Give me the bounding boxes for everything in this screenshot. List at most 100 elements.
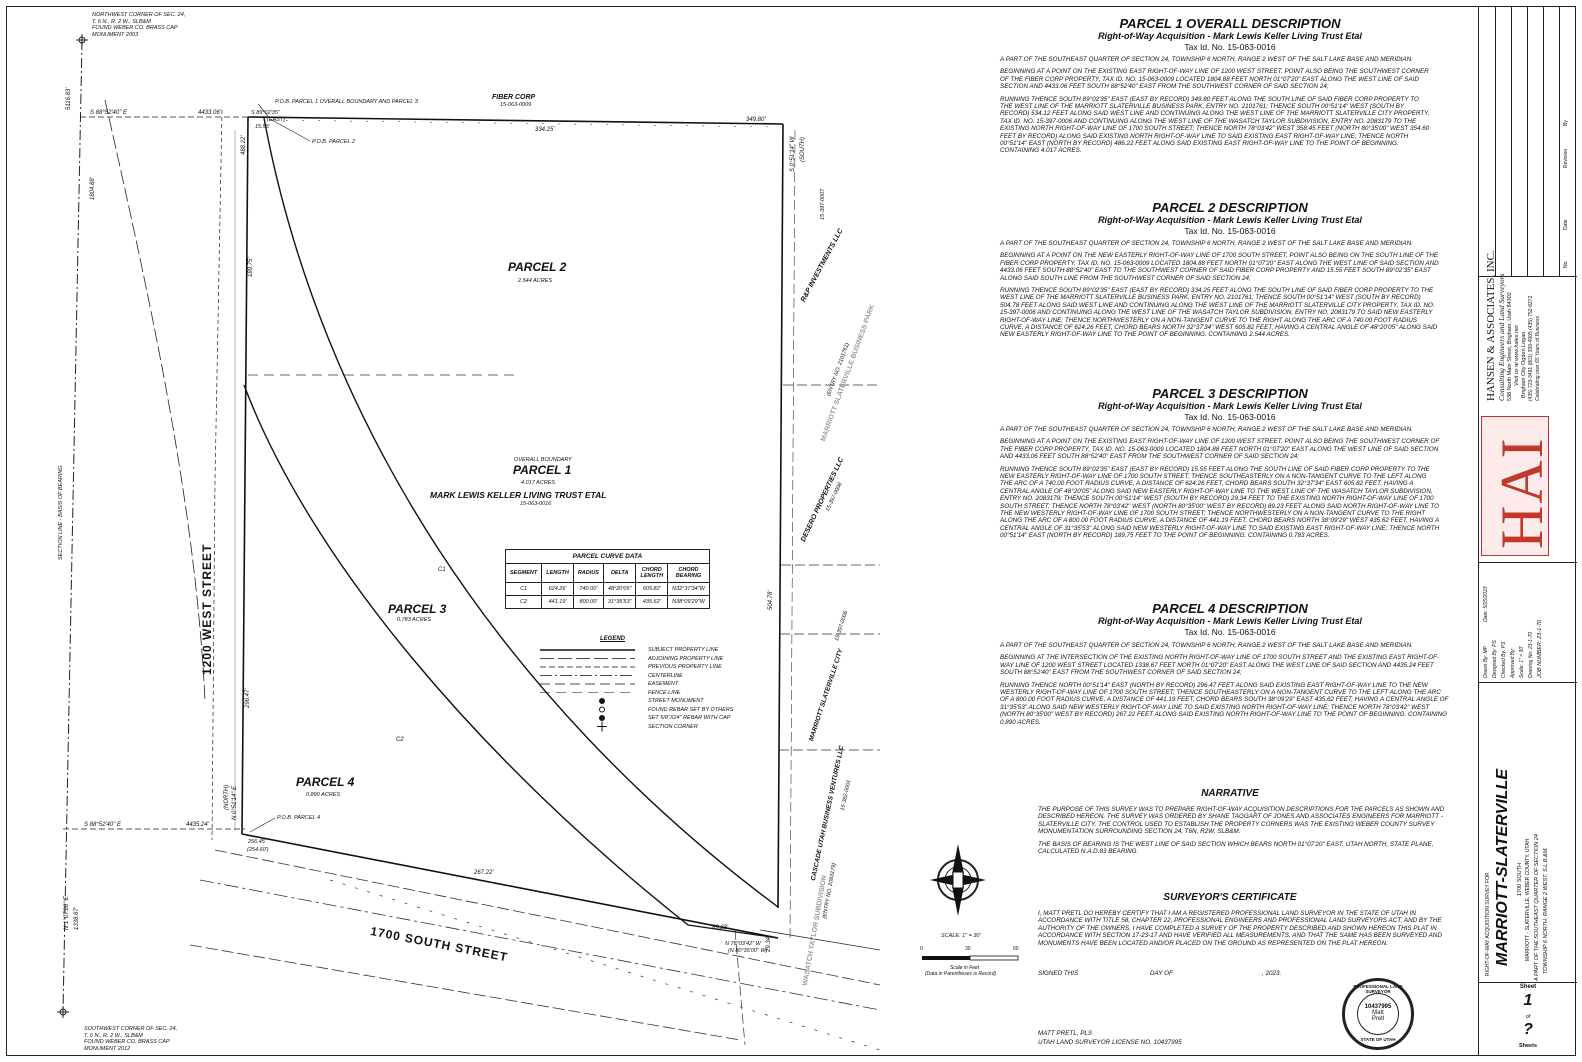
firm-address: 538 North Main Street, Brigham, Utah 843… — [1507, 292, 1513, 401]
firm-web: Visit us at www.haies.net — [1514, 325, 1520, 386]
col-by: By — [1563, 120, 1569, 126]
table-row: C2 441.19' 800.00' 31°35'53" 435.62' N38… — [504, 595, 710, 609]
parcel-1-para-1: A PART OF THE SOUTHEAST QUARTER OF SECTI… — [1000, 56, 1413, 63]
curve-cell: 48°20'05" — [602, 582, 637, 596]
scale-tick-0: 0 — [920, 946, 923, 952]
day-of: DAY OF — [1150, 970, 1173, 977]
legend-item: FENCE LINE — [648, 689, 681, 696]
firm-logo: HAI — [1481, 416, 1555, 556]
narrative-title: NARRATIVE — [1201, 788, 1259, 799]
parcel-2-label: PARCEL 2 — [508, 260, 567, 274]
parcel-3-para-3: RUNNING THENCE SOUTH 89°02'35" EAST (EAS… — [1000, 465, 1440, 540]
col-no: No. — [1563, 260, 1569, 268]
firm-offices: Brigham City Ogden Logan — [1521, 331, 1527, 398]
owner-tax-id: 15-063-0016 — [520, 501, 552, 507]
table-row: C1 624.26' 740.00' 48°20'05" 605.82' N32… — [504, 582, 710, 596]
adjoiner-rp-id: 15-397-0007 — [820, 188, 826, 220]
project-location: MARRIOTT - SLATERVILLE, WEBER COUNTY, UT… — [1525, 838, 1531, 961]
curve-cell: N32°37'34"W — [667, 582, 710, 596]
seal-name-2: Pretl — [1371, 1016, 1385, 1022]
owner-label: MARK LEWIS KELLER LIVING TRUST ETAL — [430, 490, 607, 500]
parcel-2-acres: 2.544 ACRES — [518, 278, 553, 284]
parcel-4-para-2: BEGINNING AT THE INTERSECTION OF THE EXI… — [1000, 654, 1440, 677]
parcel-4-title: PARCEL 4 DESCRIPTION — [1152, 601, 1308, 616]
east-record: (EAST) — [267, 117, 286, 123]
dim-296: 296.47' — [245, 688, 251, 709]
curve-cell: C2 — [504, 595, 543, 609]
curve-cell: N38°09'29"W — [667, 595, 710, 609]
narrative-body: THE PURPOSE OF THIS SURVEY WAS TO PREPAR… — [1038, 806, 1448, 860]
dim-4433: 4433.06' — [198, 110, 221, 116]
parcel-2-para-1: A PART OF THE SOUTHEAST QUARTER OF SECTI… — [1000, 240, 1413, 247]
scale-tick-30: 30 — [965, 946, 971, 952]
dim-4435: 4435.24' — [186, 822, 209, 828]
certificate-title: SURVEYOR'S CERTIFICATE — [1163, 892, 1297, 903]
col-date: Date — [1563, 219, 1569, 230]
dim-89: 89.23' — [712, 925, 729, 931]
curve-table-title: PARCEL CURVE DATA — [505, 549, 710, 564]
sw-corner-note-1: SOUTHWEST CORNER OF SEC. 24, — [84, 1026, 178, 1032]
parcel-1-taxid: Tax Id. No. 15-063-0016 — [1184, 42, 1276, 52]
scale-note-feet: Scale in Feet — [950, 965, 980, 971]
parcel-1-label: PARCEL 1 — [513, 463, 572, 477]
dim-334: 334.25' — [535, 127, 555, 133]
seal-number: 10437995 — [1364, 1004, 1392, 1010]
parcel-4-para-3: RUNNING THENCE NORTH 00°51'14" EAST (NOR… — [1000, 681, 1449, 726]
legend-item: EASEMENT — [648, 681, 679, 687]
bearing-sw: N 1°07'20" E — [64, 895, 70, 930]
legend-samples — [540, 649, 635, 732]
drawing-number: Drawing No. 23-1-70 — [1528, 631, 1534, 678]
firm-tagline: Consulting Engineers and Land Surveyors — [1497, 273, 1506, 402]
parcel-4-taxid: Tax Id. No. 15-063-0016 — [1184, 627, 1276, 637]
nw-corner-note-1: NORTHWEST CORNER OF SEC. 24, — [92, 12, 186, 18]
drawing-sheet — [6, 6, 1576, 1056]
curve-cell: 605.82' — [635, 582, 669, 596]
dim-1338: 1338.67' — [74, 907, 80, 930]
fiber-corp-label: FIBER CORP — [492, 94, 536, 101]
logo-text: HAI — [1489, 436, 1555, 549]
curve-header: SEGMENT — [504, 563, 543, 583]
parcel-2-para-3: RUNNING THENCE SOUTH 89°02'35" EAST (EAS… — [1000, 287, 1438, 339]
nw-corner-note-3: FOUND WEBER CO. BRASS CAP — [92, 25, 178, 31]
cert-year: , 2023. — [1262, 970, 1282, 977]
designed-by: Designed By: PS — [1492, 640, 1498, 678]
curve-cell: 624.26' — [541, 582, 574, 596]
parcel-3-para-1: A PART OF THE SOUTHEAST QUARTER OF SECTI… — [1000, 426, 1413, 433]
firm-celebrating: Celebrating over 65 Years of Business — [1535, 316, 1541, 401]
pob-parcel-2-label: P.O.B. PARCEL 2 — [312, 139, 356, 145]
parcel-3-taxid: Tax Id. No. 15-063-0016 — [1184, 412, 1276, 422]
scale-bar — [922, 955, 1019, 961]
curve-c2-label: C2 — [396, 737, 404, 743]
surveyor-seal: PROFESSIONAL LAND SURVEYOR 10437995 Matt… — [1342, 978, 1414, 1050]
dim-488: 488.22' — [241, 135, 247, 156]
curve-cell: 740.00' — [572, 582, 604, 596]
parcel-1-acres: 4.017 ACRES — [521, 480, 556, 486]
fiber-corp-id: 15-063-0009 — [500, 102, 532, 108]
dim-5116: 5116.83' — [66, 87, 72, 110]
curve-header: CHORD LENGTH — [635, 563, 669, 583]
parcel-1-body: A PART OF THE SOUTHEAST QUARTER OF SECTI… — [1000, 56, 1430, 160]
drawn-date: Date: 5/25/2023 — [1483, 586, 1489, 622]
narrative-para-2: THE BASIS OF BEARING IS THE WEST LINE OF… — [1038, 840, 1434, 856]
nw-corner-note-4: MONUMENT 2003 — [92, 31, 139, 38]
parcel-3-label: PARCEL 3 — [388, 602, 447, 616]
north-arrow-icon — [930, 844, 986, 916]
drawing-info: Drawn By: MP Date: 5/25/2023 Designed By… — [1479, 562, 1577, 682]
legend-title: LEGEND — [600, 636, 626, 642]
parcel-4-label: PARCEL 4 — [296, 775, 355, 789]
parcel-2-taxid: Tax Id. No. 15-063-0016 — [1184, 226, 1276, 236]
sw-corner-note-3: FOUND WEBER CO. BRASS CAP — [84, 1039, 170, 1045]
parcel-2-body: A PART OF THE SOUTHEAST QUARTER OF SECTI… — [1000, 240, 1440, 344]
sheet-label: Sheet — [1519, 984, 1537, 990]
parcel-2-subtitle: Right-of-Way Acquisition - Mark Lewis Ke… — [1098, 215, 1362, 225]
parcel-2-title: PARCEL 2 DESCRIPTION — [1152, 200, 1308, 215]
bearing-east: S 0°51'14" W — [790, 136, 796, 172]
parcel-2-para-2: BEGINNING AT A POINT ON THE NEW EASTERLY… — [1000, 252, 1439, 282]
pob-parcel-4-label: P.O.B. PARCEL 4 — [277, 815, 321, 821]
parcel-4-subtitle: Right-of-Way Acquisition - Mark Lewis Ke… — [1098, 616, 1362, 626]
legend-item: ADJOINING PROPERTY LINE — [648, 655, 724, 662]
curve-header: LENGTH — [541, 563, 574, 583]
section-corner-nw-icon — [76, 34, 88, 46]
curve-header: CHORD BEARING — [667, 563, 710, 583]
